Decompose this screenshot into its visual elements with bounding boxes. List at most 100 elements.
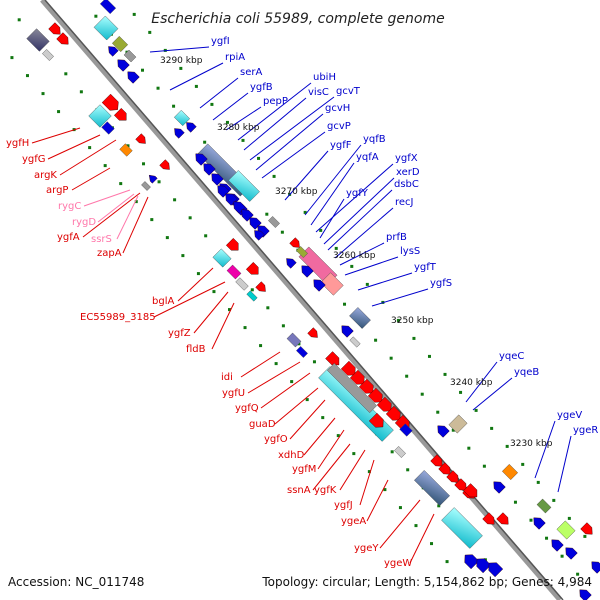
- tick-dot: [437, 504, 441, 508]
- tick-dot: [567, 516, 571, 520]
- gene-arrow-reverse: [493, 481, 506, 494]
- cog-box: [226, 264, 242, 280]
- scale-label: 3280 kbp: [217, 123, 260, 133]
- forward-gene-label: rpiA: [225, 52, 245, 63]
- label-connector: [193, 291, 229, 334]
- tick-dot: [352, 452, 356, 456]
- label-connector: [261, 131, 326, 179]
- tick-dot: [228, 308, 231, 312]
- gene-arrow-forward: [340, 360, 356, 376]
- rna-gene-label: rygD: [72, 217, 96, 228]
- label-connector: [371, 288, 429, 307]
- scale-label: 3240 kbp: [450, 378, 493, 388]
- label-connector: [71, 167, 111, 191]
- tick-dot: [274, 362, 278, 366]
- label-connector: [97, 193, 135, 223]
- tick-dot: [367, 470, 371, 474]
- tick-dot: [445, 560, 449, 564]
- tick-dot: [41, 92, 45, 96]
- cog-box: [111, 35, 129, 53]
- reverse-gene-label: fldB: [186, 344, 206, 355]
- tick-dot: [343, 302, 347, 306]
- tick-dot: [281, 324, 285, 328]
- reverse-gene-label: ygfM: [292, 464, 316, 475]
- tick-dot: [119, 182, 123, 186]
- label-connector: [260, 372, 311, 409]
- forward-gene-label: gcvP: [327, 121, 351, 132]
- tick-dot: [210, 102, 214, 106]
- cog-box: [414, 470, 450, 506]
- forward-gene-label: ubiH: [313, 72, 336, 83]
- tick-dot: [350, 264, 354, 268]
- label-connector: [116, 195, 139, 240]
- reverse-gene-label: zapA: [97, 248, 122, 259]
- forward-gene-label: ygfB: [250, 82, 273, 93]
- forward-gene-label: yqeB: [514, 367, 539, 378]
- gene-arrow-forward: [159, 159, 170, 170]
- label-connector: [237, 82, 312, 141]
- tick-dot: [505, 444, 509, 448]
- gene-arrow-reverse: [301, 265, 314, 278]
- gene-arrow-forward: [368, 412, 384, 428]
- cog-box: [119, 143, 133, 157]
- gene-arrow-reverse: [195, 153, 208, 166]
- tick-dot: [459, 390, 463, 394]
- tick-dot: [132, 12, 136, 16]
- cog-box: [320, 272, 344, 296]
- label-connector: [240, 351, 281, 378]
- label-connector: [289, 399, 326, 440]
- tick-dot: [529, 518, 533, 522]
- label-connector: [31, 127, 81, 144]
- gene-arrow-forward: [48, 22, 61, 35]
- forward-gene-label: yqfA: [356, 152, 379, 163]
- tick-dot: [103, 164, 107, 168]
- forward-gene-label: ygeR: [573, 425, 598, 436]
- scale-label: 3270 kbp: [275, 187, 318, 197]
- gene-arrow-forward: [245, 261, 259, 275]
- tick-dot: [10, 56, 14, 60]
- gene-arrow-forward: [367, 387, 383, 403]
- tick-dot: [266, 306, 270, 310]
- cog-box: [99, 0, 117, 15]
- scale-label: 3290 kbp: [160, 56, 203, 66]
- gene-arrow-forward: [289, 237, 300, 248]
- gene-arrow-reverse: [579, 589, 592, 600]
- cog-box: [349, 307, 371, 329]
- gene-arrow-forward: [349, 369, 365, 385]
- tick-dot: [179, 66, 183, 70]
- tick-dot: [389, 356, 393, 360]
- tick-dot: [181, 254, 185, 258]
- cog-box: [286, 332, 302, 348]
- tick-dot: [94, 14, 98, 18]
- tick-dot: [64, 72, 68, 76]
- reverse-gene-label: guaD: [249, 419, 276, 430]
- tick-dot: [474, 408, 478, 412]
- gene-arrow-reverse: [286, 258, 297, 269]
- tick-dot: [576, 572, 580, 576]
- label-connector: [327, 189, 393, 251]
- gene-arrow-forward: [438, 462, 451, 475]
- accession-text: Accession: NC_011748: [8, 575, 144, 589]
- reverse-gene-label: ssnA: [287, 485, 311, 496]
- forward-gene-label: ygfX: [395, 153, 418, 164]
- reverse-gene-label: ygfQ: [235, 403, 259, 414]
- gene-arrow-reverse: [217, 185, 230, 198]
- label-connector: [310, 162, 355, 226]
- cog-box: [556, 520, 576, 540]
- forward-gene-label: lysS: [400, 246, 420, 257]
- label-connector: [59, 139, 117, 176]
- gene-arrow-reverse: [117, 59, 130, 72]
- cog-box: [326, 362, 378, 414]
- forward-gene-label: ygfY: [346, 188, 369, 199]
- tick-dot: [420, 392, 424, 396]
- forward-gene-label: ygeV: [557, 410, 582, 421]
- cog-box: [88, 104, 112, 128]
- gene-arrow-reverse: [241, 209, 254, 222]
- cog-box: [26, 28, 50, 52]
- tick-dot: [406, 468, 410, 472]
- gene-arrow-reverse: [211, 173, 224, 186]
- tick-dot: [560, 554, 564, 558]
- forward-gene-label: dsbC: [394, 179, 419, 190]
- label-connector: [243, 97, 307, 151]
